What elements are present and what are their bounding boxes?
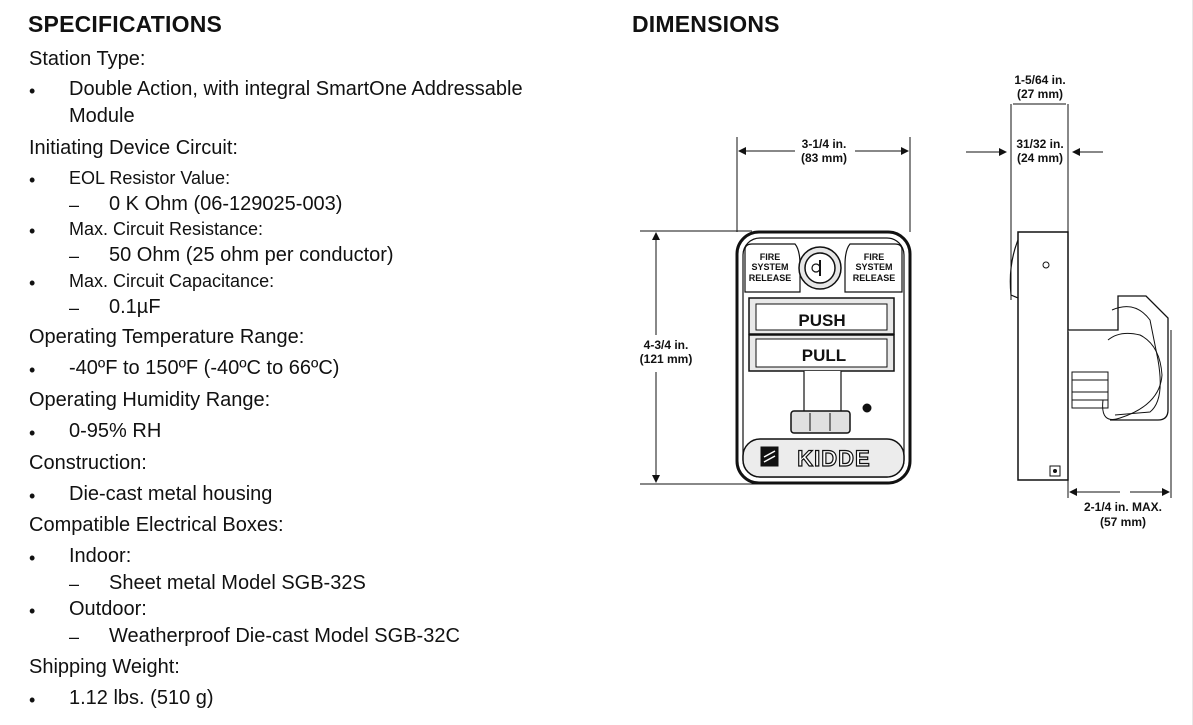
indoor-value: Sheet metal Model SGB-32S [109,572,366,594]
keyhole-icon [811,263,821,273]
height-inches: 4-3/4 in. [644,338,689,352]
side-tab [1049,465,1061,477]
station-item: Double Action, with integral SmartOne Ad… [69,78,523,100]
construction-label: Construction: [29,452,147,474]
bullet: • [29,170,36,190]
resistance-value: 50 Ohm (25 ohm per conductor) [109,244,394,266]
terminal-block [1071,371,1109,409]
construction-value: Die-cast metal housing [69,483,273,505]
height-mm: (121 mm) [640,352,693,366]
left-release-label: RELEASE [749,273,792,283]
bullet: • [29,548,36,568]
specifications-heading: SPECIFICATIONS [28,11,223,37]
max-depth-mm: (57 mm) [1100,515,1146,529]
push-label: PUSH [798,311,845,330]
weight-value: 1.12 lbs. (510 g) [69,687,214,709]
pull-handle-stem [803,371,842,416]
station-item-continued: Module [69,105,135,127]
front-view [640,137,912,485]
side-body [1017,231,1069,481]
depth-top-inches: 1-5/64 in. [1014,73,1065,87]
side-screw [1042,261,1050,269]
bullet: • [29,273,36,293]
humidity-label: Operating Humidity Range: [29,389,271,411]
station-type-label: Station Type: [29,48,146,70]
left-fire-label: FIRE [760,252,781,262]
right-fire-label: FIRE [864,252,885,262]
brand-bar [742,438,905,478]
resistance-label: Max. Circuit Resistance: [69,219,264,239]
module-wire [1102,332,1163,420]
outdoor-label: Outdoor: [69,598,147,620]
bullet: • [29,221,36,241]
bullet: • [29,81,36,101]
eol-value: 0 K Ohm (06-129025-003) [109,193,343,215]
pull-handle [790,410,851,434]
pull-label: PULL [802,346,846,365]
boxes-label: Compatible Electrical Boxes: [29,514,284,536]
bullet: • [29,360,36,380]
idc-label: Initiating Device Circuit: [29,137,238,159]
depth-mm: (24 mm) [1017,151,1063,165]
brand-logo-icon [760,446,779,467]
right-release-label: RELEASE [853,273,896,283]
humidity-value: 0-95% RH [69,420,162,442]
bullet: • [29,690,36,710]
depth-top-mm: (27 mm) [1017,87,1063,101]
right-label-panel [844,243,903,293]
indoor-label: Indoor: [69,545,132,567]
depth-inches: 31/32 in. [1016,137,1063,151]
capacitance-label: Max. Circuit Capacitance: [69,271,275,291]
side-view [966,103,1172,498]
bullet: • [29,423,36,443]
module-wire [1111,306,1161,416]
led-indicator [862,403,872,413]
width-mm: (83 mm) [801,151,847,165]
pull-plate [755,338,888,368]
bullet: • [29,601,36,621]
dash: – [69,574,80,594]
dash: – [69,627,80,647]
push-plate [755,303,888,331]
side-bezel [1009,239,1019,299]
module-housing [1068,295,1169,421]
outdoor-value: Weatherproof Die-cast Model SGB-32C [109,625,460,647]
eol-label: EOL Resistor Value: [69,168,231,188]
brand-wordmark: KIDDE [797,446,870,471]
max-depth-inches: 2-1/4 in. MAX. [1084,500,1162,514]
temperature-value: -40ºF to 150ºF (-40ºC to 66ºC) [69,357,340,379]
weight-label: Shipping Weight: [29,656,180,678]
width-inches: 3-1/4 in. [802,137,847,151]
dash: – [69,195,80,215]
capacitance-value: 0.1µF [109,296,161,318]
dash: – [69,246,80,266]
temperature-label: Operating Temperature Range: [29,326,305,348]
dimensions-heading: DIMENSIONS [632,11,780,37]
bullet: • [29,486,36,506]
left-system-label: SYSTEM [751,262,788,272]
right-system-label: SYSTEM [855,262,892,272]
dash: – [69,298,80,318]
